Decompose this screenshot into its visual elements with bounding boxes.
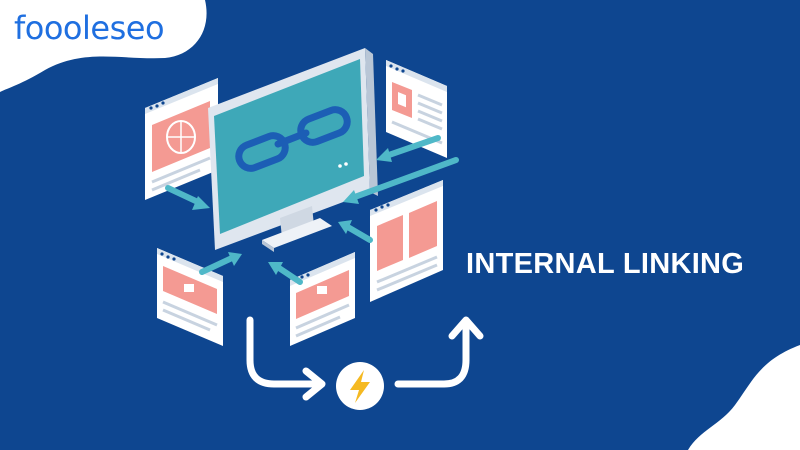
monitor	[208, 48, 378, 252]
brand-name-part2: le	[82, 9, 110, 47]
page-card-globe	[145, 78, 218, 200]
lightning-bolt-icon	[336, 362, 384, 410]
brand-logo[interactable]: foooleseo	[14, 8, 165, 48]
brand-name-part1: fooo	[14, 9, 83, 47]
page-card-top-right	[386, 60, 447, 158]
monitor-screen	[214, 59, 364, 234]
page-title: INTERNAL LINKING	[466, 248, 745, 280]
bottom-right-blob	[688, 345, 800, 450]
page-card-bottom-left	[157, 248, 223, 346]
brand-name-part3: seo	[109, 9, 165, 47]
flow-arrows	[246, 316, 484, 401]
top-left-blob	[0, 0, 207, 92]
link-chain-icon	[235, 106, 351, 172]
page-card-right	[370, 180, 443, 302]
page-card-bottom-middle	[290, 252, 355, 346]
link-arrows	[165, 135, 459, 285]
